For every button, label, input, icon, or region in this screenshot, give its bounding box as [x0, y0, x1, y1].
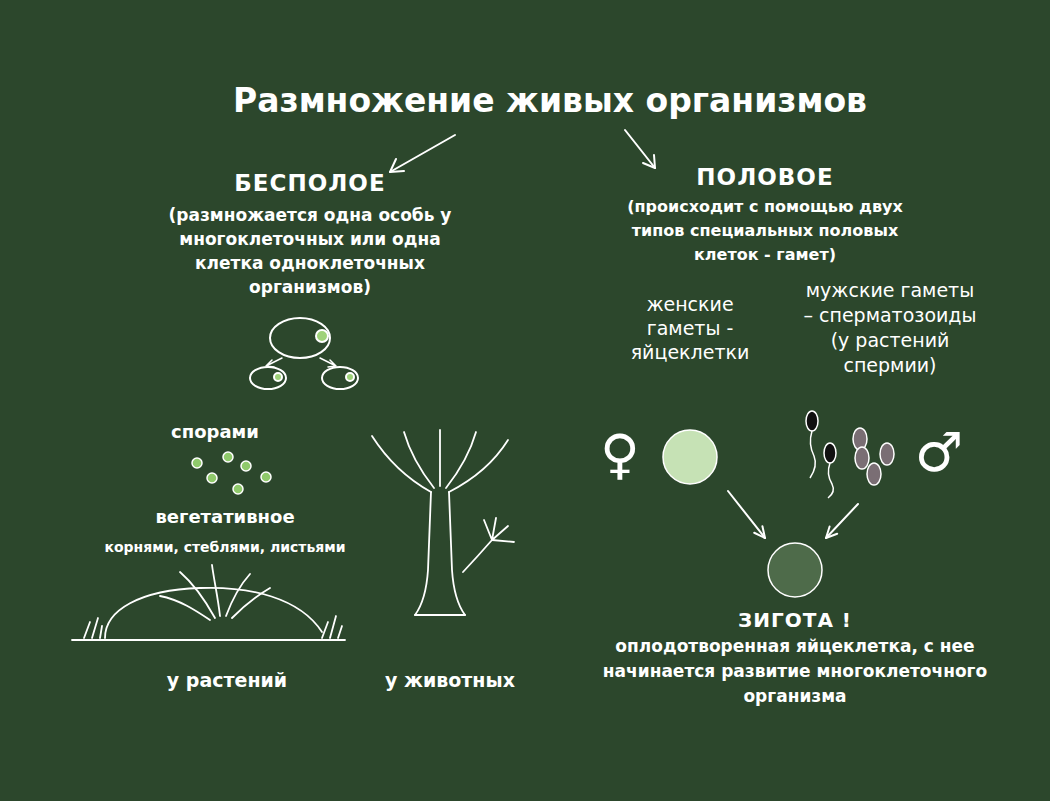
- hydra-sketch: [372, 430, 514, 615]
- label-text: ПОЛОВОЕ: [600, 162, 930, 192]
- connector-arrow: [728, 491, 765, 538]
- connector-arrow: [826, 504, 858, 538]
- label-text: у животных: [340, 667, 560, 693]
- nucleus: [316, 330, 328, 342]
- connector-line: [728, 491, 765, 538]
- label-text: у растений: [117, 667, 337, 693]
- title-arrow: [390, 135, 455, 172]
- zygote: [768, 543, 822, 597]
- nucleus: [346, 373, 354, 381]
- plant-sketch: [72, 565, 345, 640]
- plant-sperm: [855, 447, 869, 469]
- node-heading: ЗИГОТА !: [600, 606, 990, 634]
- egg-cell-node: женские гаметы - яйцеклетки: [612, 292, 768, 487]
- egg-cell-circle: [612, 427, 768, 487]
- egg-cell: [663, 430, 717, 484]
- label-text: (происходит с помощью двух типов специал…: [612, 195, 918, 267]
- plant-sperm: [880, 443, 894, 465]
- arrow-head: [826, 527, 837, 538]
- label-text: (размножается одна особь у многоклеточны…: [160, 203, 460, 299]
- node-heading: женские гаметы - яйцеклетки: [612, 292, 768, 364]
- spores: [192, 452, 271, 494]
- sperm-head: [806, 411, 818, 431]
- arrow-head: [754, 526, 765, 538]
- plant-sperm: [867, 463, 881, 485]
- label-text: корнями, стеблями, листьями: [70, 537, 380, 557]
- label-text: БЕСПОЛОЕ: [150, 168, 470, 198]
- arrow-head: [390, 159, 404, 172]
- label-text: ♀: [590, 420, 650, 490]
- label-text: вегетативное: [120, 505, 330, 529]
- node-body: оплодотворенная яйцеклетка, с нее начина…: [600, 634, 990, 709]
- division-arrow: [266, 358, 282, 367]
- daughter-cell: [250, 367, 286, 389]
- arrow-head: [643, 155, 655, 168]
- division-arrow: [320, 358, 336, 367]
- sperm-cells-drawing: [790, 406, 990, 501]
- mother-cell: [270, 318, 330, 358]
- label-text: спорами: [140, 420, 290, 444]
- diagram-title: Размножение живых организмов: [180, 80, 920, 122]
- zygote-circle: [600, 540, 990, 600]
- nucleus: [274, 373, 282, 381]
- sperm-tail: [828, 463, 833, 498]
- connector-line: [826, 504, 858, 538]
- node-heading: мужские гаметы – сперматозоиды (у растен…: [800, 278, 980, 378]
- title-arrow: [625, 130, 655, 168]
- sperm-head: [824, 443, 836, 463]
- zygote-node: ЗИГОТА !оплодотворенная яйцеклетка, с не…: [600, 540, 990, 709]
- sperm-cells-node: мужские гаметы – сперматозоиды (у растен…: [790, 278, 990, 500]
- sperm-tail: [810, 431, 815, 478]
- daughter-cell: [322, 367, 358, 389]
- label-text: ♂: [906, 418, 972, 488]
